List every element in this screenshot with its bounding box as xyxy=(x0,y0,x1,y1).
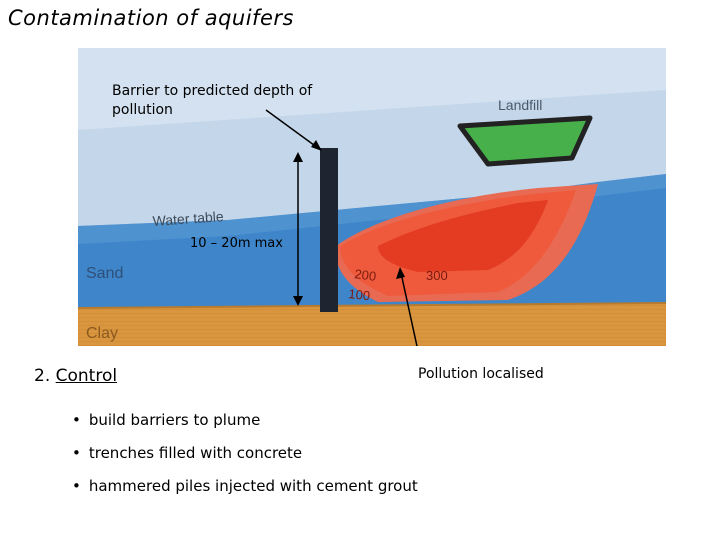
cross-section-svg: Landfill Water table Sand Clay 200 300 1… xyxy=(78,48,666,346)
contour-label-100: 100 xyxy=(348,286,371,303)
depth-arrow-top xyxy=(293,152,303,162)
sand-label: Sand xyxy=(86,265,123,282)
water-table-band xyxy=(78,174,666,244)
landfill-pit xyxy=(457,115,593,167)
list-item: build barriers to plume xyxy=(72,410,418,443)
depth-label: 10 – 20m max xyxy=(190,236,283,251)
section-number: 2. xyxy=(34,366,51,386)
clay-label: Clay xyxy=(86,325,118,342)
barrier-pointer-line xyxy=(265,109,319,149)
ground-surface-band xyxy=(78,48,666,130)
barrier-pile xyxy=(320,148,338,312)
contour-label-200: 200 xyxy=(354,266,378,284)
control-bullet-list: build barriers to plume trenches filled … xyxy=(72,410,418,509)
contour-label-300: 300 xyxy=(426,268,448,283)
water-table-label: Water table xyxy=(152,208,224,229)
barrier-pointer-head xyxy=(311,140,322,151)
pollution-pointer-head xyxy=(396,267,405,279)
section-title: Control xyxy=(55,366,118,386)
plume-inner xyxy=(378,200,548,272)
list-item: trenches filled with concrete xyxy=(72,443,418,476)
list-item: hammered piles injected with cement grou… xyxy=(72,476,418,509)
clay-layer xyxy=(78,303,666,346)
depth-arrow-bottom xyxy=(293,296,303,306)
barrier-label: Barrier to predicted depth of pollution xyxy=(112,83,313,118)
pollution-pointer-line xyxy=(400,272,418,346)
aquifer-cross-section: Landfill Water table Sand Clay 200 300 1… xyxy=(78,48,666,346)
page-title: Contamination of aquifers xyxy=(8,6,294,30)
pollution-label: Pollution localised xyxy=(418,366,544,382)
section-heading: 2. Control xyxy=(34,366,117,386)
clay-boundary xyxy=(78,302,666,309)
landfill-label: Landfill xyxy=(498,97,542,113)
